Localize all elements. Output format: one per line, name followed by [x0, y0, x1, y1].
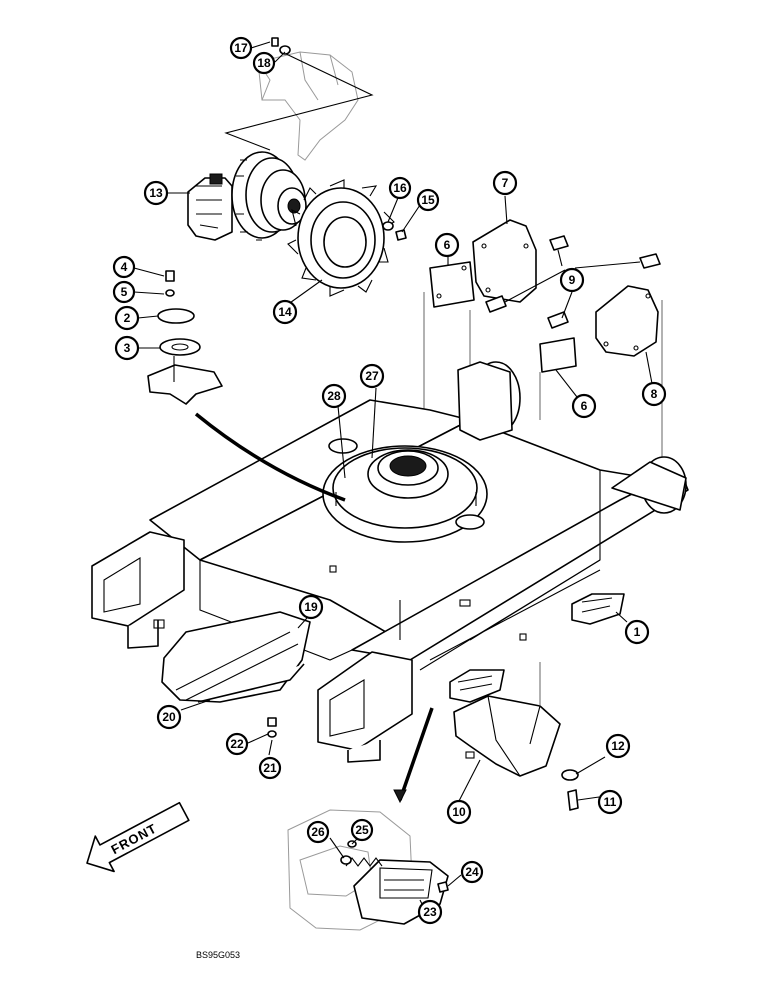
track-guide-upper — [571, 593, 625, 625]
callout-15: 15 — [416, 188, 440, 212]
svg-text:19: 19 — [304, 600, 318, 614]
heavy-leader-bottom — [393, 662, 541, 804]
svg-text:27: 27 — [365, 369, 379, 383]
svg-text:26: 26 — [311, 825, 325, 839]
svg-text:16: 16 — [393, 181, 407, 195]
callout-27: 27 — [359, 363, 385, 389]
callout-9: 9 — [559, 267, 585, 293]
callout-3: 3 — [114, 335, 140, 361]
svg-text:6: 6 — [581, 399, 588, 413]
callout-21: 21 — [258, 756, 282, 780]
callout-6-lower: 6 — [571, 393, 597, 419]
svg-text:9: 9 — [569, 273, 576, 287]
svg-text:22: 22 — [230, 737, 244, 751]
bracket-bolt-washer — [561, 769, 579, 811]
svg-text:24: 24 — [465, 865, 479, 879]
callout-18: 18 — [252, 51, 276, 75]
callout-5: 5 — [112, 280, 136, 304]
cover-plate-7 — [472, 219, 537, 303]
callout-26: 26 — [306, 820, 330, 844]
svg-text:15: 15 — [421, 193, 435, 207]
callout-14: 14 — [272, 299, 298, 325]
callout-1: 1 — [624, 619, 650, 645]
alignment-guides — [423, 292, 663, 470]
svg-text:10: 10 — [452, 805, 466, 819]
callout-20: 20 — [156, 704, 182, 730]
callout-11: 11 — [597, 789, 623, 815]
swivel-plate-parts — [147, 270, 223, 405]
svg-text:1: 1 — [634, 625, 641, 639]
callout-23: 23 — [417, 899, 443, 925]
callout-25: 25 — [350, 818, 374, 842]
svg-text:17: 17 — [234, 41, 248, 55]
callout-10: 10 — [446, 799, 472, 825]
svg-text:28: 28 — [327, 389, 341, 403]
callout-13: 13 — [143, 180, 169, 206]
callout-4: 4 — [112, 255, 136, 279]
svg-text:2: 2 — [124, 311, 131, 325]
frame-bolt-washer-top — [271, 37, 291, 55]
svg-text:8: 8 — [651, 387, 658, 401]
svg-text:25: 25 — [355, 823, 369, 837]
callout-12: 12 — [605, 733, 631, 759]
svg-text:13: 13 — [149, 186, 163, 200]
svg-text:21: 21 — [263, 761, 277, 775]
cover-plate-8 — [595, 285, 659, 357]
callout-22: 22 — [225, 732, 249, 756]
sprocket-bolt-washer — [382, 221, 407, 241]
callout-7: 7 — [492, 170, 518, 196]
svg-text:4: 4 — [121, 260, 128, 274]
svg-text:14: 14 — [278, 305, 292, 319]
svg-text:20: 20 — [162, 710, 176, 724]
callout-2: 2 — [114, 305, 140, 331]
callout-6-upper: 6 — [434, 232, 460, 258]
svg-text:12: 12 — [611, 739, 625, 753]
svg-text:6: 6 — [444, 238, 451, 252]
callout-28: 28 — [321, 383, 347, 409]
motor-connection-lines — [224, 51, 374, 151]
svg-text:11: 11 — [604, 795, 617, 809]
callout-19: 19 — [298, 594, 324, 620]
swing-bearing — [322, 438, 488, 543]
front-direction-arrow: FRONT — [86, 801, 190, 873]
heavy-leader-swivel — [194, 412, 346, 502]
track-guide-lower — [449, 669, 505, 703]
plate-bolts — [267, 717, 277, 738]
callout-8: 8 — [641, 381, 667, 407]
travel-motor — [187, 151, 307, 241]
callout-17: 17 — [229, 36, 253, 60]
cover-bolts — [485, 235, 661, 329]
drawing-code: BS95G053 — [196, 950, 240, 960]
svg-text:5: 5 — [121, 285, 128, 299]
cover-plate-lower-small — [539, 337, 577, 373]
svg-text:7: 7 — [502, 176, 509, 190]
track-frame — [91, 361, 689, 763]
cover-plate-upper-small — [429, 261, 475, 308]
svg-text:23: 23 — [423, 905, 437, 919]
callout-24: 24 — [460, 860, 484, 884]
svg-text:18: 18 — [257, 56, 271, 70]
track-guide-bracket — [453, 695, 561, 777]
drive-sprocket — [287, 179, 395, 297]
under-cover-plate — [161, 611, 311, 703]
callout-16: 16 — [388, 176, 412, 200]
svg-text:3: 3 — [124, 341, 131, 355]
